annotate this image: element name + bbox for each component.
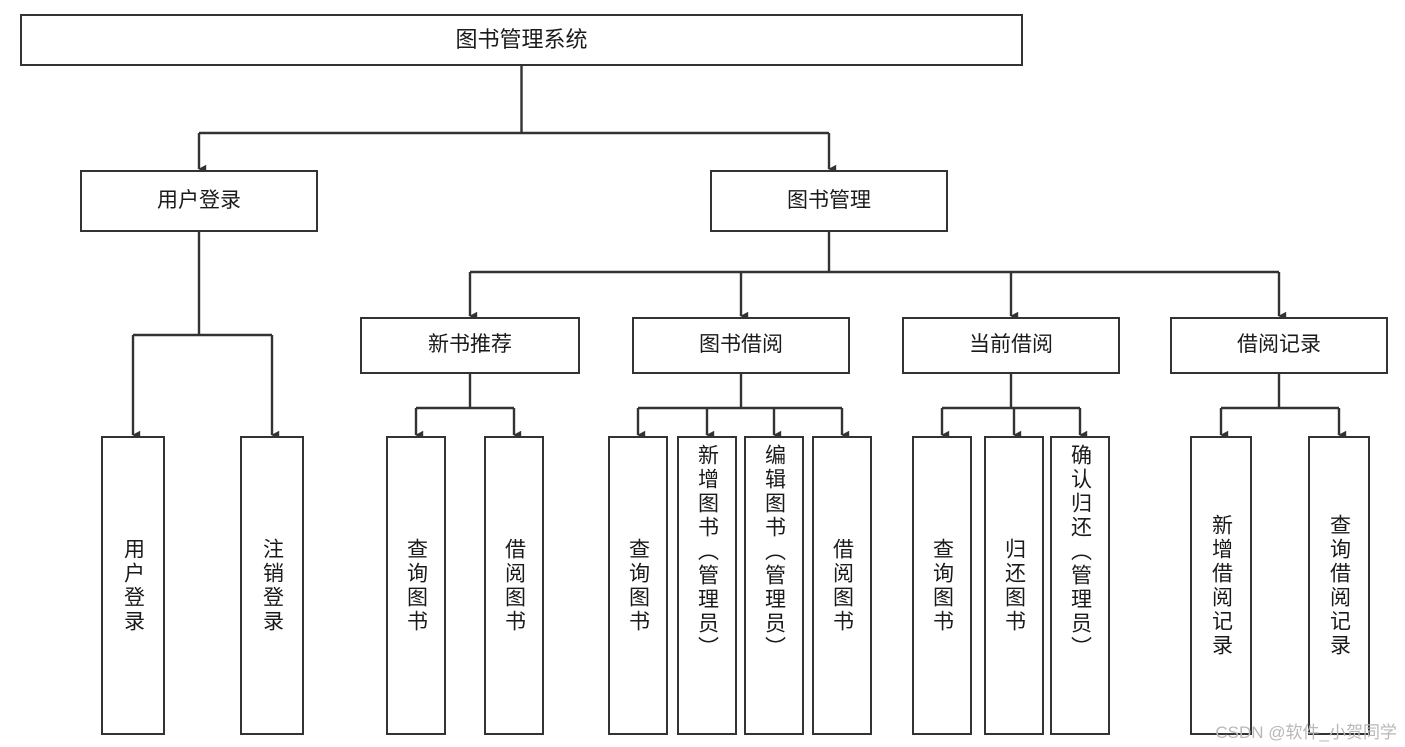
node-records[interactable]: 借阅记录 [1170, 317, 1388, 374]
node-borrow[interactable]: 图书借阅 [632, 317, 850, 374]
node-leaf-cur-3[interactable]: 确认归还（管理员） [1050, 436, 1110, 735]
node-root[interactable]: 图书管理系统 [20, 14, 1023, 66]
node-current[interactable]: 当前借阅 [902, 317, 1120, 374]
node-login[interactable]: 用户登录 [80, 170, 318, 232]
node-label: 查询图书 [626, 537, 650, 634]
node-label: 用户登录 [157, 188, 241, 212]
node-leaf-borrow-3[interactable]: 编辑图书（管理员） [744, 436, 804, 735]
node-leaf-borrow-1[interactable]: 查询图书 [608, 436, 668, 735]
node-label: 新增借阅记录 [1209, 513, 1233, 658]
node-label: 编辑图书（管理员） [762, 444, 786, 660]
node-label: 新增图书（管理员） [695, 444, 719, 660]
node-label: 查询图书 [404, 537, 428, 634]
node-leaf-cur-2[interactable]: 归还图书 [984, 436, 1044, 735]
node-label: 查询图书 [930, 537, 954, 634]
node-leaf-borrow-2[interactable]: 新增图书（管理员） [677, 436, 737, 735]
node-leaf-new-1[interactable]: 查询图书 [386, 436, 446, 735]
node-bookmgmt[interactable]: 图书管理 [710, 170, 948, 232]
node-label: 确认归还（管理员） [1068, 444, 1092, 660]
node-leaf-rec-1[interactable]: 新增借阅记录 [1190, 436, 1252, 735]
node-label: 图书管理 [787, 188, 871, 212]
node-label: 查询借阅记录 [1327, 513, 1351, 658]
node-label: 借阅图书 [830, 537, 854, 634]
node-label: 当前借阅 [969, 333, 1053, 357]
node-label: 借阅图书 [502, 537, 526, 634]
node-label: 用户登录 [121, 537, 145, 634]
csdn-watermark: CSDN @软件_小贺同学 [1215, 723, 1397, 742]
node-leaf-login-1[interactable]: 用户登录 [101, 436, 165, 735]
node-leaf-login-2[interactable]: 注销登录 [240, 436, 304, 735]
node-label: 图书管理系统 [455, 27, 588, 53]
node-leaf-borrow-4[interactable]: 借阅图书 [812, 436, 872, 735]
node-label: 注销登录 [260, 537, 284, 634]
node-leaf-cur-1[interactable]: 查询图书 [912, 436, 972, 735]
node-newbook[interactable]: 新书推荐 [360, 317, 580, 374]
node-label: 借阅记录 [1237, 333, 1321, 357]
node-leaf-new-2[interactable]: 借阅图书 [484, 436, 544, 735]
node-label: 图书借阅 [699, 333, 783, 357]
node-label: 新书推荐 [428, 333, 512, 357]
node-leaf-rec-2[interactable]: 查询借阅记录 [1308, 436, 1370, 735]
node-label: 归还图书 [1002, 537, 1026, 634]
